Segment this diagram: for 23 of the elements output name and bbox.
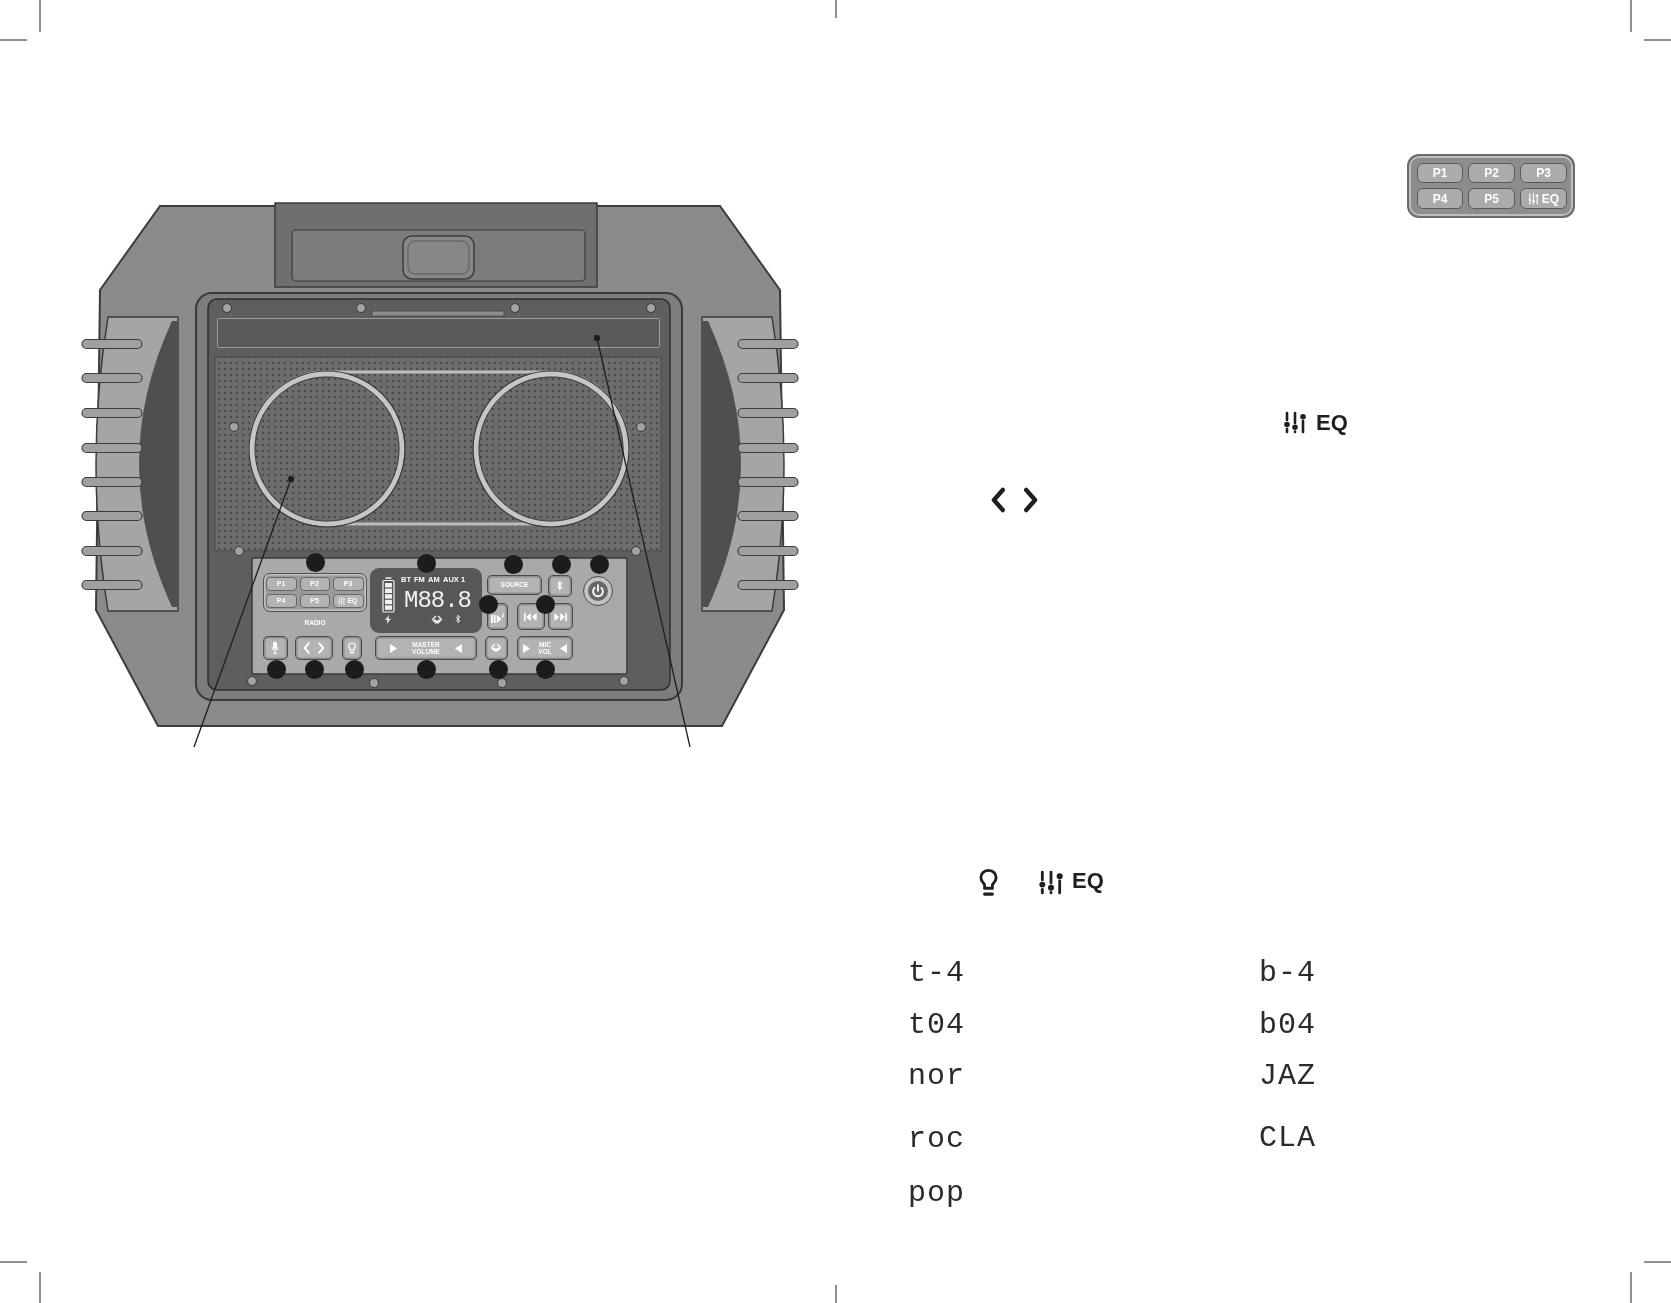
preset-button: P4 <box>1417 188 1463 209</box>
preset-button: P2 <box>1468 163 1515 183</box>
preset-button: P3 <box>1520 163 1567 183</box>
leader-line <box>193 475 295 748</box>
display-code: b-4 <box>1259 958 1316 988</box>
display-code: pop <box>908 1178 965 1208</box>
leader-line <box>593 334 691 748</box>
display-code: nor <box>908 1061 965 1091</box>
display-code: roc <box>908 1124 965 1154</box>
display-code: CLA <box>1259 1123 1316 1153</box>
eq-button: EQ <box>1520 188 1567 209</box>
eq-label: EQ <box>1072 870 1104 892</box>
preset-button: P5 <box>1468 188 1515 209</box>
preset-button: P1 <box>1417 163 1463 183</box>
display-code: b04 <box>1259 1010 1316 1040</box>
slot-bar <box>217 318 660 348</box>
speaker-grille <box>248 370 406 528</box>
lcd-digits: M88.8 <box>404 589 471 613</box>
speaker-grille <box>472 370 630 528</box>
eq-label: EQ <box>1316 412 1348 434</box>
display-code: JAZ <box>1259 1061 1316 1091</box>
display-code: t-4 <box>908 958 965 988</box>
display-code: t04 <box>908 1010 965 1040</box>
